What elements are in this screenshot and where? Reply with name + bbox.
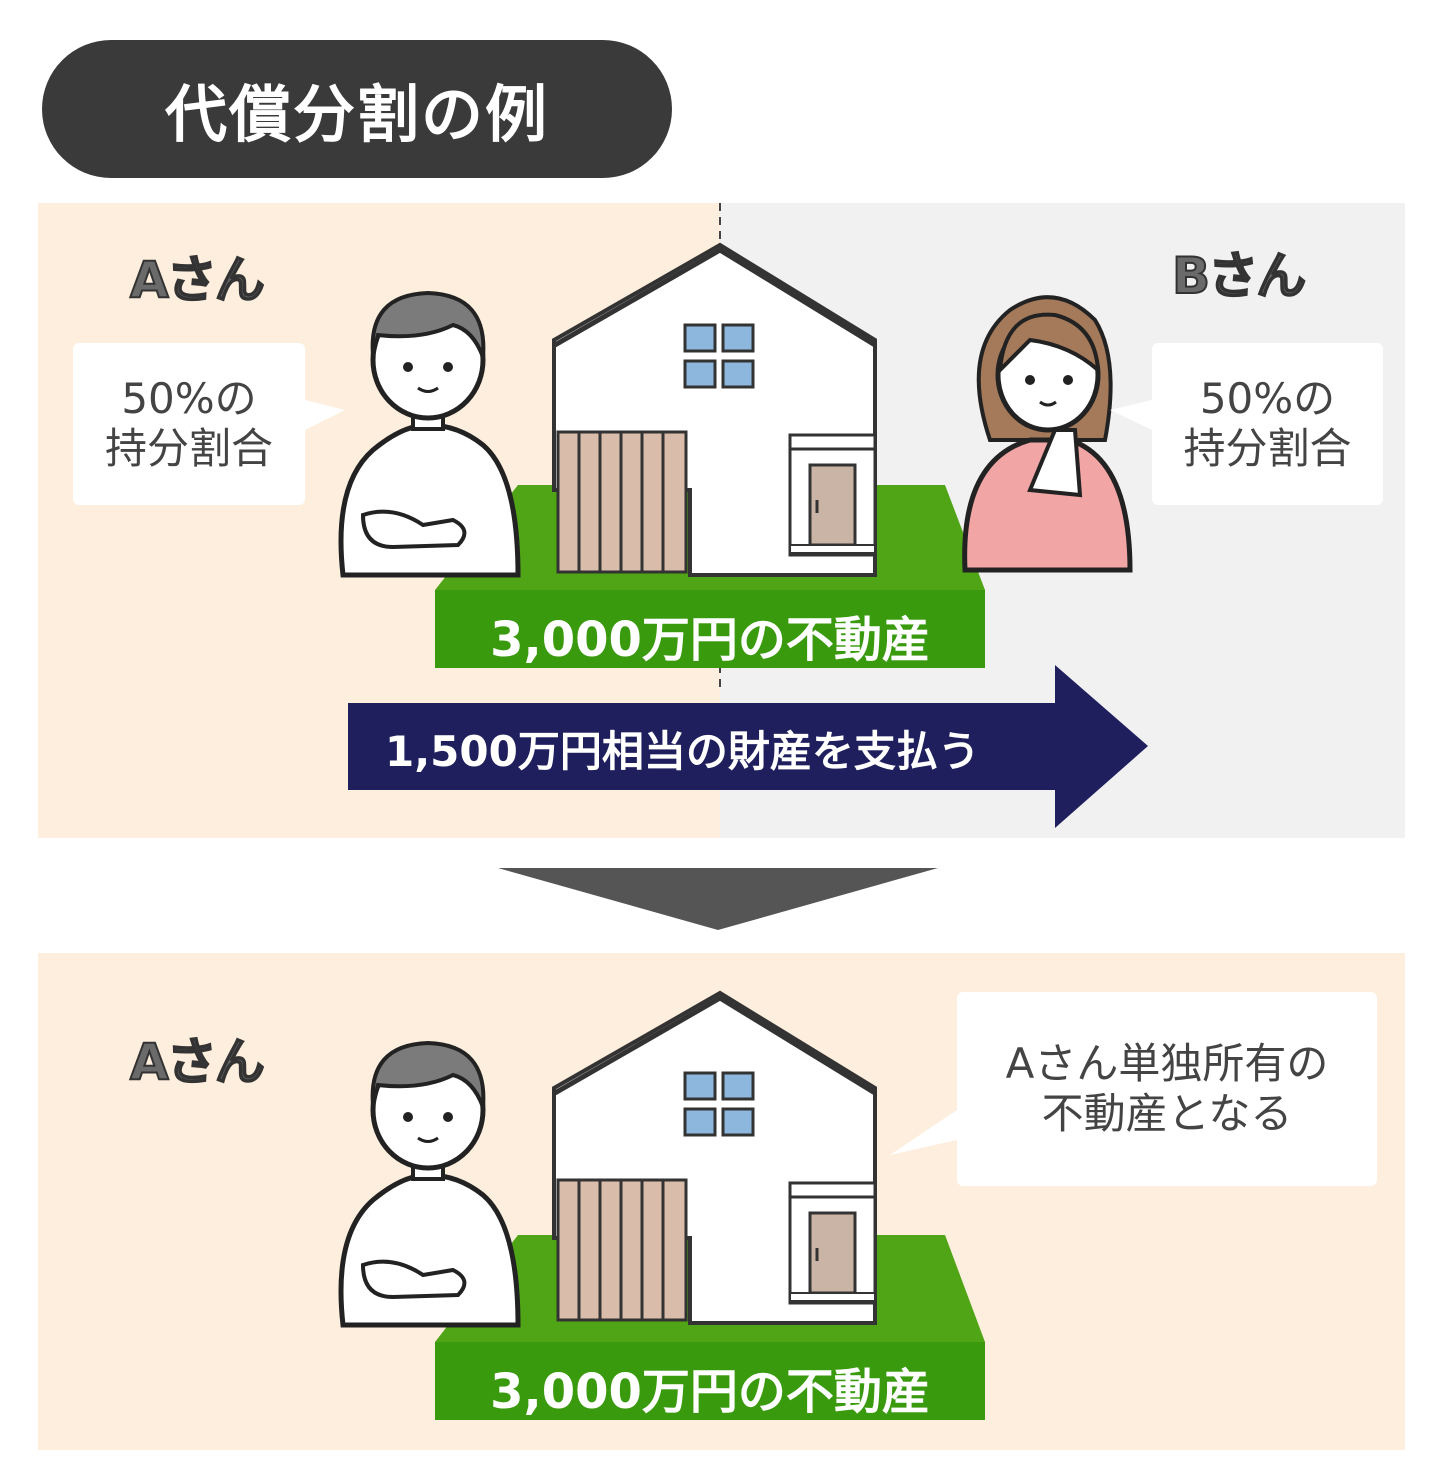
result-line2: 不動産となる (1041, 1089, 1293, 1138)
house-icon (554, 993, 875, 1323)
property-label: 3,000万円の不動産 (490, 612, 930, 668)
page-title: 代償分割の例 (164, 78, 549, 151)
payment-arrow (348, 665, 1148, 828)
share-bubble-a: 50%の 持分割合 (73, 343, 305, 505)
property-label: 3,000万円の不動産 (490, 1364, 930, 1420)
bubble-tail-b (1110, 400, 1152, 430)
person-a-name: Aさん (129, 250, 266, 310)
down-arrow-icon (498, 868, 938, 930)
share-bubble-b: 50%の 持分割合 (1152, 343, 1383, 505)
bubble-tail-a (305, 400, 345, 430)
property-label-bg-bottom (435, 1342, 985, 1420)
person-a-icon (341, 293, 518, 575)
person-a-icon (341, 1043, 518, 1325)
house-icon (554, 245, 875, 575)
title-pill: 代償分割の例 (42, 40, 672, 178)
person-a-name: Aさん (129, 1032, 266, 1092)
payment-label: 1,500万円相当の財産を支払う (385, 727, 980, 776)
result-bubble: Aさん単独所有の 不動産となる (957, 992, 1377, 1186)
share-line2: 持分割合 (1183, 424, 1352, 473)
share-line1: 50%の (1199, 374, 1336, 423)
bubble-tail-result (890, 1110, 957, 1155)
result-line1: Aさん単独所有の (1005, 1039, 1329, 1088)
property-label-bg-top (435, 590, 985, 668)
person-b-name: Bさん (1171, 246, 1307, 306)
person-b-icon (962, 295, 1133, 573)
share-line2: 持分割合 (104, 424, 273, 473)
share-line1: 50%の (121, 374, 257, 423)
